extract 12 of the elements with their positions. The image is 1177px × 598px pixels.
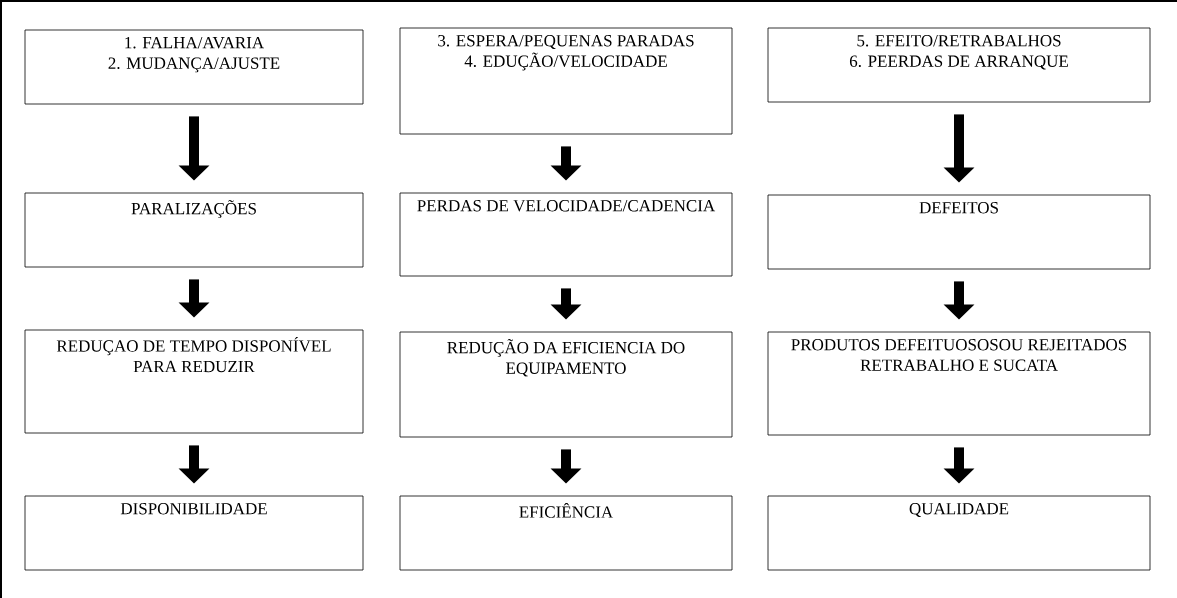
process-box: EFICIÊNCIA bbox=[399, 495, 733, 571]
process-box: QUALIDADE bbox=[767, 495, 1151, 571]
process-box: PERDAS DE VELOCIDADE/CADENCIA bbox=[399, 192, 733, 277]
process-box: REDUÇAO DE TEMPO DISPONÍVEL PARA REDUZIR bbox=[24, 329, 364, 434]
process-box: PARALIZAÇÕES bbox=[24, 192, 364, 268]
process-box: 3. ESPERA/PEQUENAS PARADAS 4. EDUÇÃO/VELOCIDADE bbox=[399, 27, 733, 135]
process-box: REDUÇÃO DA EFICIENCIA DO EQUIPAMENTO bbox=[399, 331, 733, 438]
process-box: 5. EFEITO/RETRABALHOS 6. PEERDAS DE ARRANQUE bbox=[767, 27, 1151, 103]
process-box: PRODUTOS DEFEITUOSOSOU REJEITADOS RETRABALHO E SUCATA bbox=[767, 331, 1151, 436]
process-box: 1. FALHA/AVARIA 2. MUDANÇA/AJUSTE bbox=[24, 29, 364, 105]
process-box: DEFEITOS bbox=[767, 194, 1151, 270]
process-box: DISPONIBILIDADE bbox=[24, 495, 364, 571]
